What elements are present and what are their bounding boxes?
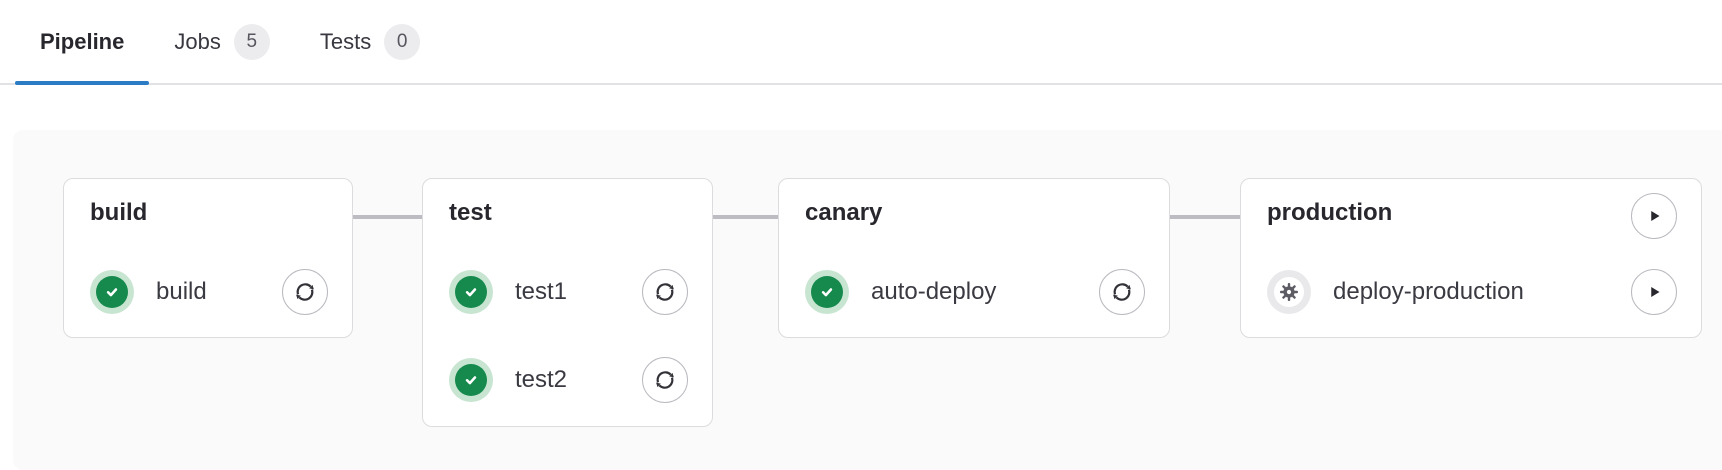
status-success-check-icon bbox=[449, 358, 493, 402]
retry-job-button[interactable] bbox=[282, 269, 328, 315]
tab-pipeline[interactable]: Pipeline bbox=[15, 0, 150, 85]
jobs-count-badge: 5 bbox=[233, 23, 270, 60]
stage-play-all-button[interactable] bbox=[1631, 193, 1677, 239]
job-row-test2[interactable]: test2 bbox=[449, 357, 688, 403]
job-row-auto-deploy[interactable]: auto-deploy bbox=[805, 269, 1145, 315]
status-success-check-icon bbox=[90, 270, 134, 314]
tab-jobs[interactable]: Jobs 5 bbox=[149, 0, 294, 83]
retry-job-button[interactable] bbox=[1099, 269, 1145, 315]
tab-jobs-label: Jobs bbox=[174, 28, 221, 54]
retry-icon bbox=[1113, 283, 1131, 301]
job-name: test2 bbox=[515, 366, 568, 393]
stage-card-canary: canary auto-deploy bbox=[778, 178, 1170, 338]
retry-job-button[interactable] bbox=[642, 357, 688, 403]
play-job-button[interactable] bbox=[1631, 269, 1677, 315]
manual-gear-icon bbox=[1267, 270, 1311, 314]
tab-tests-label: Tests bbox=[319, 28, 372, 54]
play-icon bbox=[1651, 286, 1660, 298]
stage-title: test bbox=[449, 199, 492, 226]
job-name: deploy-production bbox=[1333, 278, 1524, 305]
stage-connector-line bbox=[713, 215, 778, 219]
job-row-test1[interactable]: test1 bbox=[449, 269, 688, 315]
retry-icon bbox=[296, 283, 314, 301]
stage-connector-line bbox=[1170, 215, 1240, 219]
retry-job-button[interactable] bbox=[642, 269, 688, 315]
tab-tests[interactable]: Tests 0 bbox=[295, 0, 445, 83]
stage-title: build bbox=[90, 199, 148, 226]
stage-card-test: test test1 bbox=[422, 178, 713, 427]
status-success-check-icon bbox=[805, 270, 849, 314]
stage-card-build: build build bbox=[63, 178, 353, 338]
pipeline-graph-panel: build build bbox=[13, 130, 1722, 470]
job-name: auto-deploy bbox=[871, 278, 997, 305]
stage-title: production bbox=[1267, 199, 1393, 226]
play-icon bbox=[1651, 210, 1660, 222]
stage-card-production: production bbox=[1240, 178, 1702, 338]
job-row-build[interactable]: build bbox=[90, 269, 328, 315]
stage-title: canary bbox=[805, 199, 883, 226]
job-name: test1 bbox=[515, 278, 568, 305]
job-name: build bbox=[156, 278, 207, 305]
tab-pipeline-label: Pipeline bbox=[40, 28, 125, 54]
status-success-check-icon bbox=[449, 270, 493, 314]
stage-connector-line bbox=[353, 215, 422, 219]
retry-icon bbox=[656, 371, 674, 389]
tests-count-badge: 0 bbox=[384, 23, 421, 60]
retry-icon bbox=[656, 283, 674, 301]
pipeline-tab-bar: Pipeline Jobs 5 Tests 0 bbox=[0, 0, 1722, 85]
job-row-deploy-production[interactable]: deploy-production bbox=[1267, 269, 1677, 315]
